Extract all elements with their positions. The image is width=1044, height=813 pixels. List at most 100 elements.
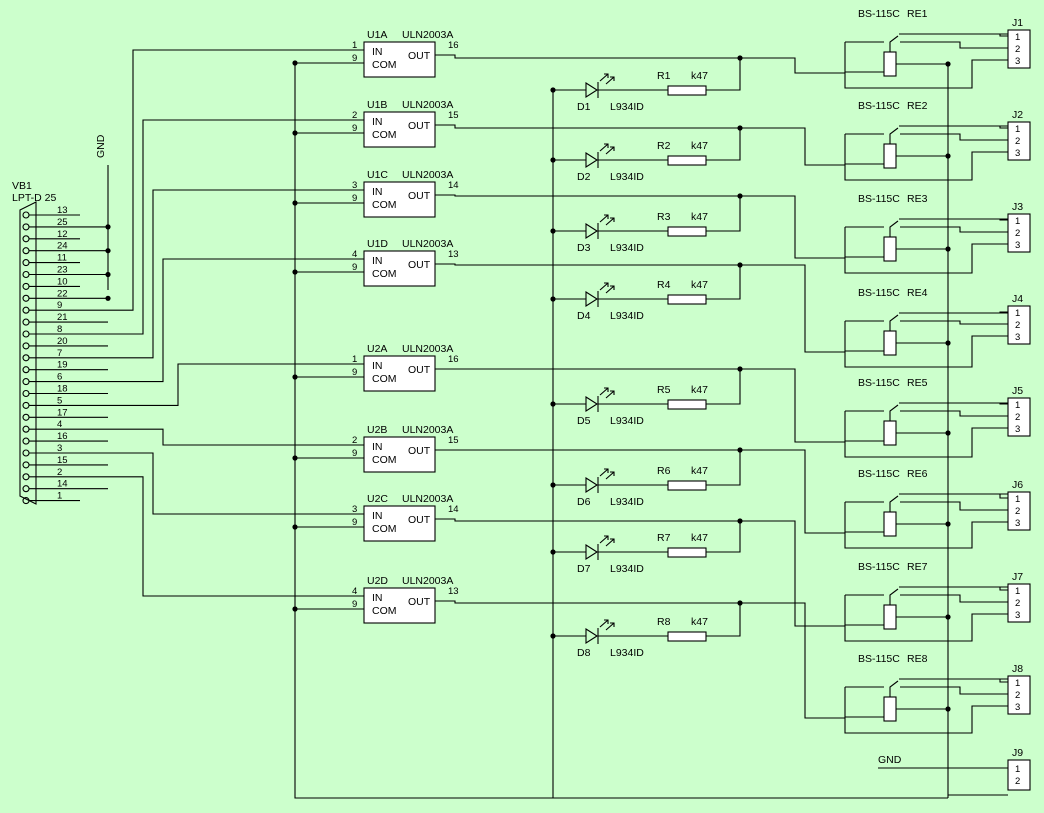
driver-out-pin: 16 [448,354,459,365]
resistor-ref: R1 [657,70,671,82]
driver-part: ULN2003A [402,343,453,355]
led-body [585,627,599,645]
terminal-pin1-wire [899,311,1008,314]
driver-out-pin: 13 [448,586,459,597]
coil-feed-wire [740,368,845,443]
terminal-pin-label: 1 [1015,308,1020,319]
led-arrow [599,535,609,544]
resistor-wire [706,521,741,553]
input-wire [80,452,364,515]
connector-pin-number: 8 [57,324,62,335]
driver-ref: U2A [367,343,387,355]
output-wire [435,518,740,522]
led-ref: D3 [577,242,591,254]
driver-out-label: OUT [408,364,431,376]
led-arrow [605,146,615,155]
driver-out-pin: 16 [448,40,459,51]
led-part: L934ID [610,101,644,113]
junction-dot [292,200,298,206]
led-part: L934ID [610,242,644,254]
junction-dot [945,153,951,159]
relay-return-wire [844,164,960,181]
relay-coil [883,236,897,262]
connector-type: LPT-D 25 [12,192,57,204]
junction-dot [945,706,951,712]
led-part: L934ID [610,563,644,575]
led-body [585,476,599,494]
driver-in-label: IN [372,186,383,198]
relay-contact [889,495,899,512]
driver-in-pin: 2 [352,110,357,121]
connector-pin-hole [22,318,30,326]
relay-part: BS-115C [858,653,900,665]
relay-part: BS-115C [858,100,900,112]
connector-pin-hole [22,270,30,279]
junction-dot [292,455,298,461]
junction-dot [550,157,556,163]
terminal-pin1-wire [899,586,1008,591]
driver-com-label: COM [372,59,397,71]
terminal-body [1007,583,1031,623]
relay-part: BS-115C [858,561,900,573]
terminal-ref: J7 [1012,571,1023,583]
led-arrow [605,471,615,480]
connector-pin-hole [22,247,30,255]
relay-contact [889,404,899,421]
terminal-pin-label: 2 [1015,136,1020,147]
led-ref: D4 [577,310,591,322]
terminal-pin1-wire [899,33,1008,37]
driver-body [363,111,436,148]
relay-nc-wire [900,41,1008,49]
relay-coil [883,511,897,537]
connector-pin-number: 11 [57,253,67,264]
connector-pin-hole [22,354,30,362]
terminal-body [1007,491,1031,531]
led-part: L934ID [610,496,644,508]
connector-pin-number: 20 [57,336,68,347]
relay-coil [883,420,897,446]
resistor-body [667,85,707,96]
driver-out-label: OUT [408,120,431,132]
terminal-pin-label: 3 [1015,332,1020,343]
junction-dot [550,549,556,555]
driver-ref: U1B [367,99,387,111]
terminal-body [1007,29,1031,69]
relay-coil [883,143,897,169]
driver-out-label: OUT [408,259,431,271]
connector-pin-hole [22,413,30,421]
connector-pin-number: 7 [57,348,62,359]
driver-body [363,505,436,542]
relay-contact [889,588,899,605]
resistor-value: k47 [691,140,708,152]
input-wire [80,258,364,383]
junction-dot [292,524,298,530]
junction-dot [105,295,111,301]
led-ref: D2 [577,171,591,183]
resistor-ref: R2 [657,140,671,152]
relay-ref: RE8 [907,653,928,665]
lpt-connector: VB1 LPT-D 25 GND 13121110987654321252423… [12,134,111,505]
resistor-wire [706,450,741,486]
terminal-ref: J5 [1012,385,1023,397]
output-wire [435,600,740,604]
j9-body [1007,759,1031,791]
output-wire [435,54,740,59]
terminal-ref: J1 [1012,17,1023,29]
led-part: L934ID [610,310,644,322]
led-arrow [599,619,609,628]
led-arrow [599,214,609,223]
led-arrow [605,622,615,631]
resistor-ref: R5 [657,384,671,396]
input-wire [80,119,364,335]
led-arrow [599,387,609,396]
led-body [585,395,599,413]
driver-in-pin: 3 [352,504,357,515]
relay-coil [883,696,897,722]
gnd-wiring [107,62,1008,799]
